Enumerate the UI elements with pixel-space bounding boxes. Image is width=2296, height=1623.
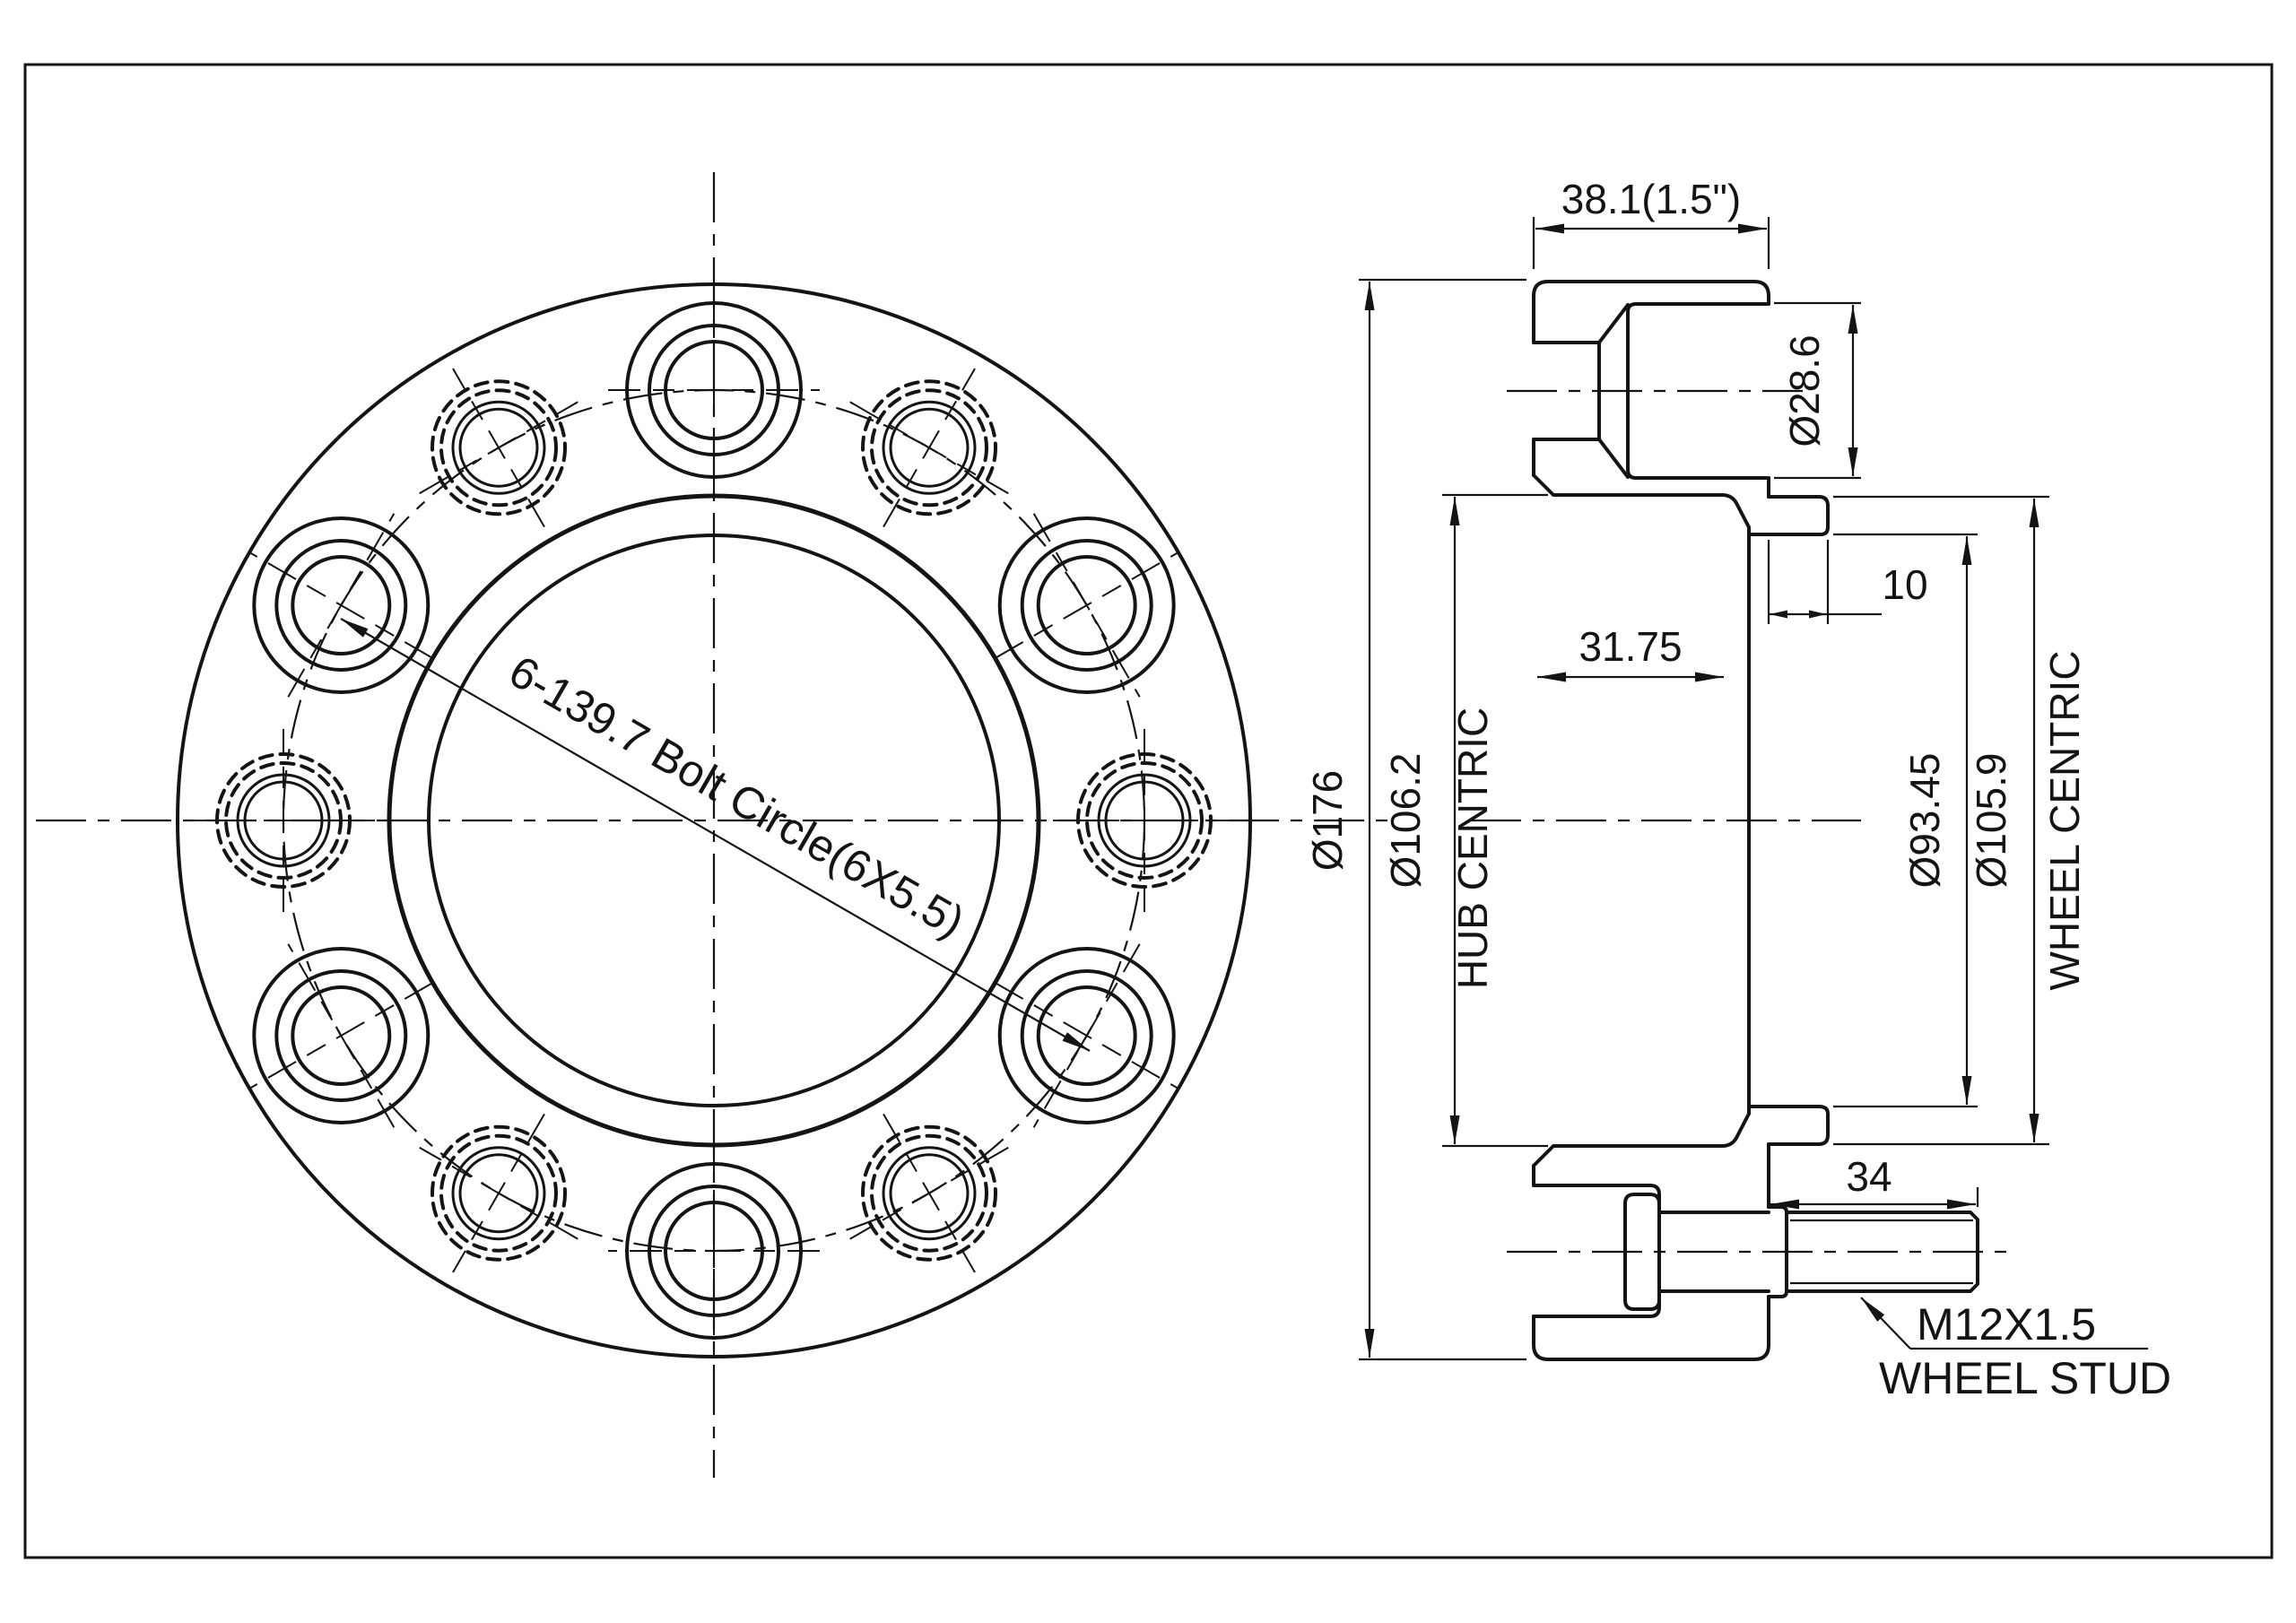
- dim-width: 38.1(1.5"): [1532, 176, 1770, 269]
- dim-counterbore: Ø28.6: [1774, 301, 1861, 480]
- lug-access-hole: [608, 1145, 820, 1357]
- lug-access-hole: [995, 943, 1179, 1128]
- dim-pocket-diameter-text: Ø93.45: [1901, 753, 1948, 889]
- wheel-stud: [1623, 1193, 1979, 1311]
- dim-pocket-diameter: Ø93.45: [1833, 533, 1978, 1108]
- dim-bore-depth: 31.75: [1537, 623, 1724, 682]
- dim-stud-length-text: 34: [1846, 1153, 1892, 1200]
- dim-width-text: 38.1(1.5"): [1561, 176, 1741, 222]
- dim-bolt-circle: 6-139.7 Bolt Circle(6X5.5): [340, 618, 1091, 1052]
- sheet-border: [23, 63, 2274, 1559]
- hole-center-mark-tangential: [419, 1146, 578, 1240]
- hole-center-mark-tangential: [287, 513, 396, 698]
- hole-center-mark-tangential: [419, 401, 578, 495]
- hole-center-mark-tangential: [849, 1146, 1009, 1240]
- stud-hole: [849, 368, 1009, 528]
- dim-stud-length: 34: [1770, 1153, 1979, 1210]
- bolt-circle-label: 6-139.7 Bolt Circle(6X5.5): [500, 646, 972, 947]
- stud-shank: [1657, 1211, 1770, 1293]
- dim-outer-diameter: Ø176: [1304, 278, 1526, 1361]
- dim-hub-bore-text: Ø106.2: [1382, 753, 1429, 889]
- lug-access-hole: [608, 284, 820, 496]
- wheel-centric-label: WHEEL CENTRIC: [2041, 650, 2088, 990]
- dim-bore-depth-text: 31.75: [1578, 623, 1682, 670]
- stud-hole: [849, 1113, 1009, 1273]
- bolt-circle-dim-line: [340, 618, 1091, 1052]
- dim-boss-length: 10: [1767, 540, 1928, 624]
- dim-boss-length-text: 10: [1882, 561, 1927, 608]
- hole-center-mark-tangential: [1032, 513, 1141, 698]
- stud-callout: M12X1.5 WHEEL STUD: [1860, 1297, 2171, 1403]
- dim-counterbore-text: Ø28.6: [1781, 334, 1828, 447]
- dim-boss-diameter: Ø105.9 WHEEL CENTRIC: [1833, 495, 2088, 1146]
- stud-name-label: WHEEL STUD: [1879, 1353, 2171, 1403]
- lug-access-hole: [995, 513, 1179, 698]
- stud-thread-label: M12X1.5: [1917, 1299, 2096, 1350]
- lug-access-hole: [248, 513, 433, 698]
- stud-head: [1623, 1193, 1661, 1311]
- side-outline: [1532, 280, 1830, 1361]
- stud-thread-outline: [1785, 1211, 1979, 1293]
- hub-centric-label: HUB CENTRIC: [1449, 707, 1496, 989]
- side-view: 38.1(1.5") Ø28.6 Ø176 Ø106.2 HUB CENTRIC…: [1304, 176, 2171, 1403]
- dim-hub-bore: Ø106.2 HUB CENTRIC: [1382, 493, 1548, 1148]
- lug-access-hole: [248, 943, 433, 1128]
- stud-thread-minor-lines: [1790, 1219, 1973, 1285]
- stud-leader-line: [1860, 1297, 1911, 1350]
- hole-center-mark-tangential: [849, 401, 1009, 495]
- stud-hole: [419, 368, 578, 528]
- stud-hole: [419, 1113, 578, 1273]
- dim-boss-diameter-text: Ø105.9: [1968, 753, 2014, 889]
- front-view: 6-139.7 Bolt Circle(6X5.5): [36, 172, 1397, 1478]
- bolt-hole-pattern: [192, 284, 1236, 1357]
- dim-outer-diameter-text: Ø176: [1304, 770, 1351, 872]
